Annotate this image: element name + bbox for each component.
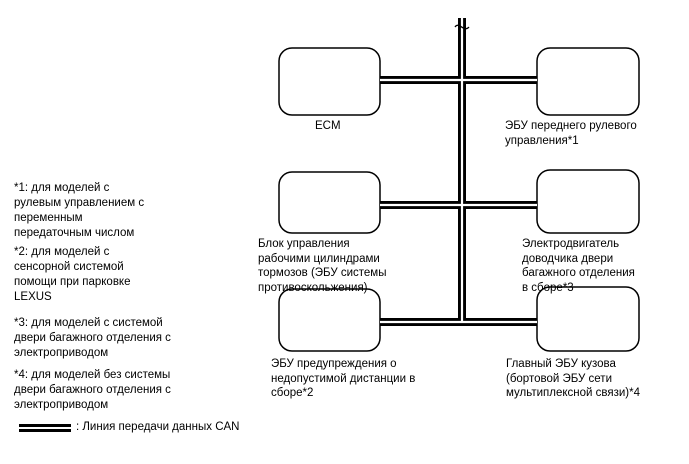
brake-actuator-ecu-label: Блок управления рабочими цилиндрами торм… [258, 238, 387, 294]
legend-can-line-sample [19, 424, 71, 432]
back-door-motor-box [536, 169, 640, 234]
footnote-2: *2: для моделей с сенсорной системой пом… [14, 246, 131, 303]
brake-actuator-ecu-box [278, 171, 381, 234]
footnote-4: *4: для моделей без системы двери багажн… [14, 369, 171, 411]
footnote-1: *1: для моделей с рулевым управлением с … [14, 182, 145, 239]
ecm-box [278, 47, 381, 116]
ecm-label: ECM [315, 120, 341, 132]
bus-break-marker [454, 24, 470, 30]
main-body-ecu-box [536, 286, 640, 352]
front-steering-ecu-box [536, 47, 640, 116]
footnote-3: *3: для моделей с системой двери багажно… [14, 317, 171, 359]
legend-can-line-label: : Линия передачи данных CAN [76, 421, 240, 433]
main-body-ecu-label: Главный ЭБУ кузова (бортовой ЭБУ сети му… [506, 358, 640, 399]
can-bus-lines [380, 18, 537, 326]
back-door-motor-label: Электродвигатель доводчика двери багажно… [522, 238, 635, 294]
clearance-warning-ecu-box [278, 288, 381, 352]
front-steering-ecu-label: ЭБУ переднего рулевого управления*1 [505, 120, 637, 147]
clearance-warning-ecu-label: ЭБУ предупреждения о недопустимой дистан… [271, 358, 416, 399]
